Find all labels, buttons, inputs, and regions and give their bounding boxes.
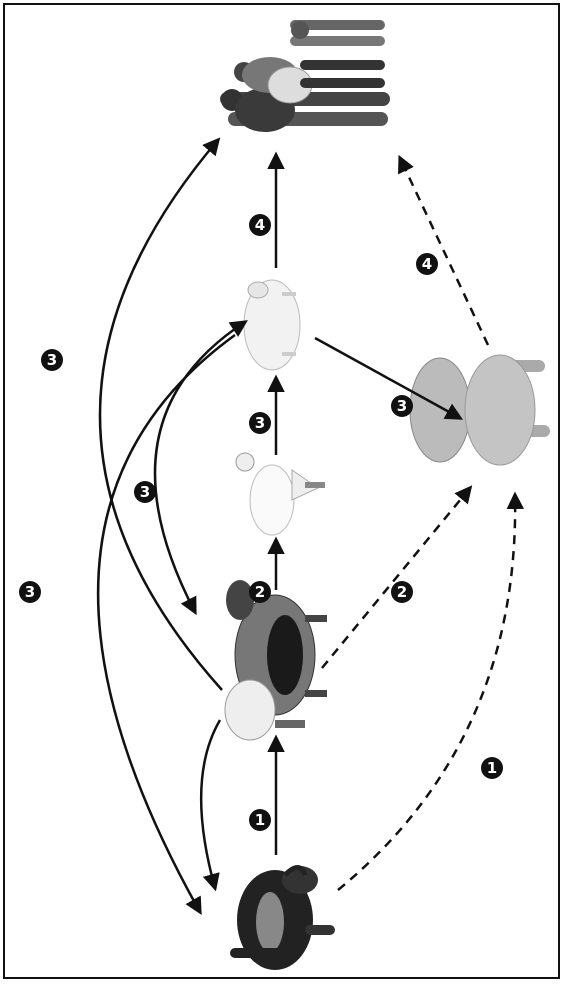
svg-text:1: 1 xyxy=(255,811,265,829)
cat-image xyxy=(230,865,335,970)
svg-text:2: 2 xyxy=(397,583,407,601)
badge-step2-solid: 2 xyxy=(249,581,271,603)
arc-cattle-to-cat xyxy=(199,719,222,892)
human-group-image xyxy=(220,20,390,132)
badge-step1-solid: 1 xyxy=(249,809,271,831)
badge-step4-solid: 4 xyxy=(249,214,271,236)
svg-text:3: 3 xyxy=(25,583,35,601)
svg-text:3: 3 xyxy=(140,483,150,501)
solid-arrows xyxy=(267,151,464,855)
badge-step3-solid-b: 3 xyxy=(391,395,413,417)
badge-step3-arc-left: 3 xyxy=(134,481,156,503)
badge-step3-solid-a: 3 xyxy=(249,412,271,434)
arc-sheep-to-cat xyxy=(97,333,236,916)
curved-arrows xyxy=(97,137,248,916)
step-badges: 1 1 2 2 3 3 3 3 xyxy=(19,214,503,831)
svg-text:2: 2 xyxy=(255,583,265,601)
dashed-cattle-to-fish xyxy=(321,485,473,669)
badge-step4-dashed: 4 xyxy=(416,253,438,275)
svg-text:4: 4 xyxy=(422,255,432,273)
badge-step2-dashed: 2 xyxy=(391,581,413,603)
arc-sheep-cattle xyxy=(153,320,248,616)
sheep-image xyxy=(243,279,301,371)
svg-text:4: 4 xyxy=(255,216,265,234)
badge-step3-arc-far-left: 3 xyxy=(19,581,41,603)
svg-text:3: 3 xyxy=(255,414,265,432)
svg-text:3: 3 xyxy=(397,397,407,415)
svg-text:3: 3 xyxy=(47,351,57,369)
arc-cattle-to-humans xyxy=(98,137,223,691)
cattle-image xyxy=(224,580,327,741)
chicken-image xyxy=(235,452,325,536)
badge-step3-arc-long: 3 xyxy=(41,349,63,371)
arrow-sheep-to-fish xyxy=(314,336,464,420)
badge-step1-dashed: 1 xyxy=(481,757,503,779)
dashed-arrows xyxy=(321,154,525,891)
fish-image xyxy=(409,354,550,466)
dashed-cat-to-fish xyxy=(337,491,525,891)
dashed-fish-to-humans xyxy=(398,154,490,346)
svg-text:1: 1 xyxy=(487,759,497,777)
